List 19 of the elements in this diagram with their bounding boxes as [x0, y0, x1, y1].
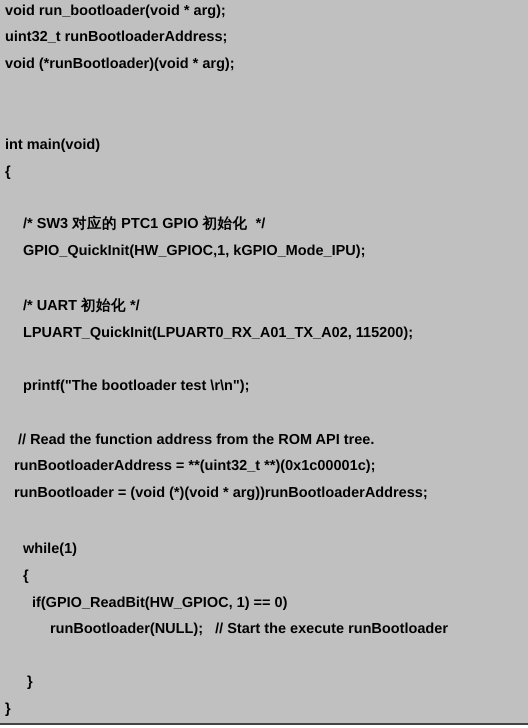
code-line: void (*runBootloader)(void * arg);	[5, 55, 235, 73]
code-line: void run_bootloader(void * arg);	[5, 2, 226, 20]
code-line: if(GPIO_ReadBit(HW_GPIOC, 1) == 0)	[32, 594, 288, 612]
code-line: // Read the function address from the ROM API tree.	[18, 431, 374, 449]
code-line: {	[5, 163, 11, 181]
code-line: }	[5, 700, 11, 718]
code-line: GPIO_QuickInit(HW_GPIOC,1, kGPIO_Mode_IPU);	[23, 242, 366, 260]
code-line: }	[27, 673, 33, 691]
code-line: runBootloader(NULL); // Start the execute runBootloader	[50, 620, 448, 638]
code-line: {	[23, 567, 29, 585]
code-line: runBootloaderAddress = **(uint32_t **)(0x1c00001c);	[14, 457, 376, 475]
code-line: /* SW3 对应的 PTC1 GPIO 初始化 */	[23, 215, 266, 233]
code-line: uint32_t runBootloaderAddress;	[5, 28, 228, 46]
code-line: runBootloader = (void (*)(void * arg))runBootloaderAddress;	[14, 484, 428, 502]
code-line: while(1)	[23, 540, 77, 558]
code-line: /* UART 初始化 */	[23, 297, 140, 315]
code-line: LPUART_QuickInit(LPUART0_RX_A01_TX_A02, 115200);	[23, 324, 414, 342]
code-line: printf("The bootloader test \r\n");	[23, 377, 250, 395]
code-line: int main(void)	[5, 136, 100, 154]
